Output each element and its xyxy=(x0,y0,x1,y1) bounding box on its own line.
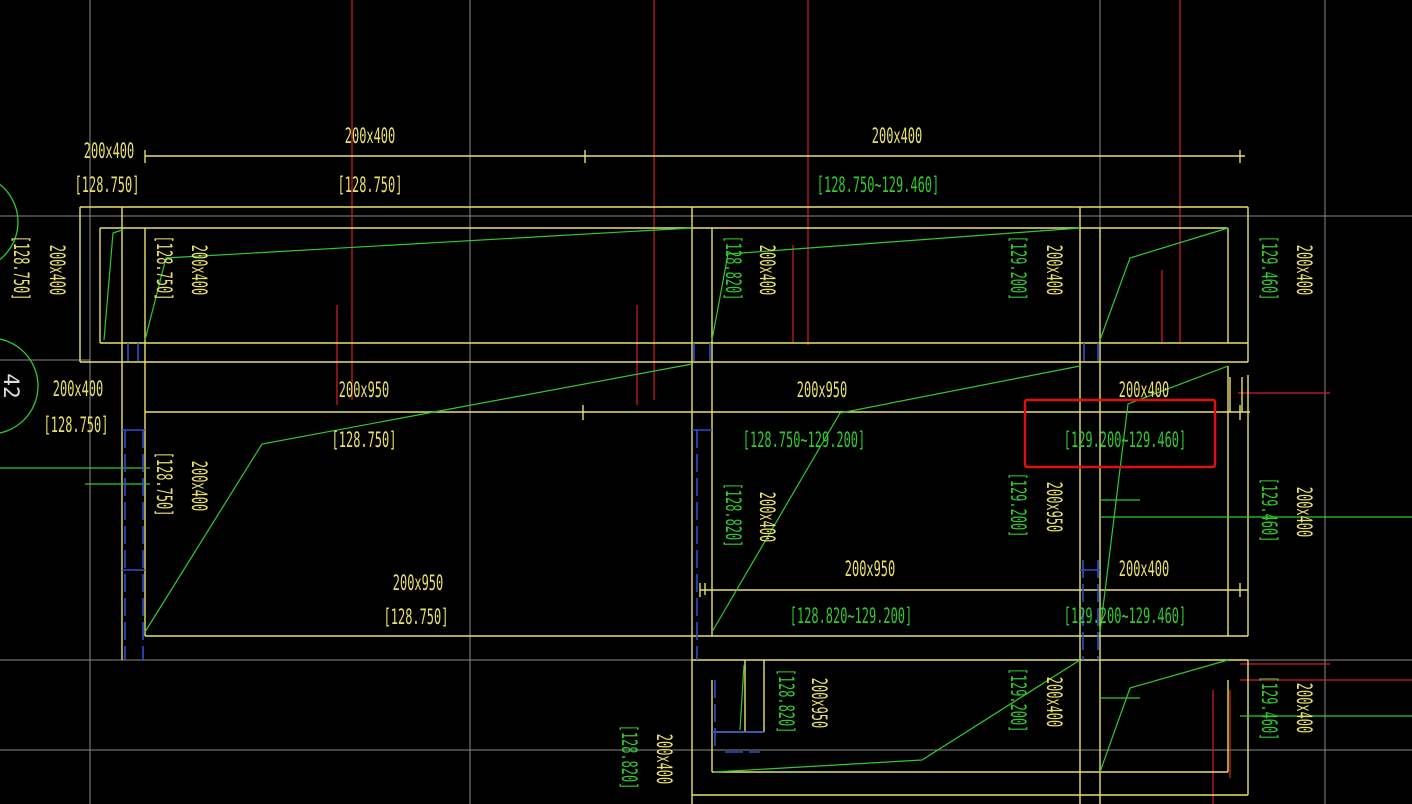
label-size-top-a: 200x400 xyxy=(345,124,395,148)
axis-bubble[interactable]: 42 xyxy=(0,174,39,434)
label-elev-v-g: [129.200] xyxy=(1006,473,1030,538)
label-size-v-j: 200x400 xyxy=(1042,677,1066,727)
label-size-tl: 200x400 xyxy=(84,139,134,163)
label-size-v-d: 200x400 xyxy=(1292,245,1316,295)
column-markers xyxy=(122,343,1100,753)
label-elev-bot-c: [129.200~129.460] xyxy=(1064,604,1186,628)
label-elev-v-d: [129.460] xyxy=(1257,236,1281,301)
label-elev-mid-left: [128.750] xyxy=(44,413,109,437)
label-elev-v-e: [128.750] xyxy=(152,452,176,517)
label-elev-v-j: [129.200] xyxy=(1006,668,1030,733)
slab-triangle xyxy=(144,363,693,633)
axis-bubble-circle xyxy=(0,338,39,434)
label-size-v-b: 200x400 xyxy=(755,245,779,295)
axis-bubble-label: 42 xyxy=(0,373,23,398)
label-size-mid-a: 200x950 xyxy=(339,378,389,402)
slab-triangle xyxy=(739,664,745,731)
label-elev-tl: [128.750] xyxy=(75,173,140,197)
label-elev-v-i: [128.820] xyxy=(774,669,798,734)
label-size-top-b: 200x400 xyxy=(872,124,922,148)
label-size-v-left: 200x400 xyxy=(45,245,69,295)
label-size-v-k: 200x400 xyxy=(1292,683,1316,733)
label-size-mid-left: 200x400 xyxy=(53,377,103,401)
label-elev-mid-a: [128.750] xyxy=(332,428,397,452)
slab-triangle xyxy=(1099,659,1229,773)
slab-triangle xyxy=(144,227,693,341)
label-elev-v-f: [128.820] xyxy=(721,483,745,548)
label-elev-v-k: [129.460] xyxy=(1257,676,1281,741)
label-elev-v-c: [129.200] xyxy=(1006,236,1030,301)
label-size-bot-b: 200x950 xyxy=(845,557,895,581)
label-elev-v-b: [128.820] xyxy=(721,236,745,301)
slab-triangle xyxy=(711,365,1081,633)
highlight-box xyxy=(1023,398,1217,469)
label-elev-bot-a: [128.750] xyxy=(384,605,449,629)
label-size-v-c: 200x400 xyxy=(1042,245,1066,295)
label-elev-mid-b: [128.750~129.200] xyxy=(743,428,865,452)
label-elev-mid-c: [129.200~129.460] xyxy=(1064,428,1186,452)
label-size-mid-c: 200x400 xyxy=(1119,378,1169,402)
slab-triangle xyxy=(713,659,1081,773)
label-elev-v-a: [128.750] xyxy=(152,236,176,301)
label-size-v-l: 200x400 xyxy=(652,734,676,784)
red-axis-lines xyxy=(336,0,1412,804)
axis-bubble-circle-top xyxy=(0,183,19,261)
label-size-bot-a: 200x950 xyxy=(393,571,443,595)
slab-triangle xyxy=(103,229,123,341)
label-elev-top-b: [128.750~129.460] xyxy=(817,173,939,197)
label-size-v-i: 200x950 xyxy=(807,678,831,728)
beam-outlines xyxy=(79,150,1250,804)
label-size-mid-b: 200x950 xyxy=(797,378,847,402)
annotation-labels: 200x400 [128.750] 200x400 [128.750] 200x400 [… xyxy=(9,124,1316,789)
slab-triangle xyxy=(1099,227,1229,341)
label-size-v-g: 200x950 xyxy=(1042,482,1066,532)
label-size-v-a: 200x400 xyxy=(187,245,211,295)
slab-lines xyxy=(0,227,1412,773)
label-size-v-f: 200x400 xyxy=(755,492,779,542)
label-elev-v-left: [128.750] xyxy=(9,236,33,301)
slab-triangle xyxy=(1099,365,1229,633)
label-size-v-e: 200x400 xyxy=(187,461,211,511)
label-elev-bot-b: [128.820~129.200] xyxy=(790,604,912,628)
label-elev-v-l: [128.820] xyxy=(617,725,641,790)
label-size-v-h: 200x400 xyxy=(1292,487,1316,537)
label-elev-v-h: [129.460] xyxy=(1257,478,1281,543)
label-size-bot-c: 200x400 xyxy=(1119,557,1169,581)
slab-triangle xyxy=(711,227,1081,341)
label-elev-top-a: [128.750] xyxy=(338,173,403,197)
